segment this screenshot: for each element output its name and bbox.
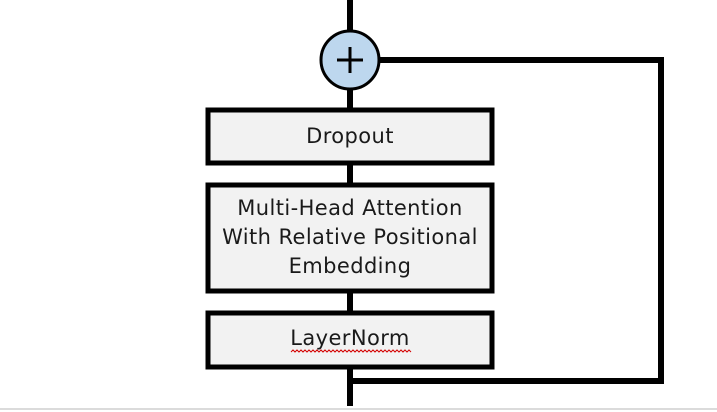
dropout-block: Dropout (205, 107, 495, 166)
attention-label-line-2: With Relative Positional (222, 225, 478, 249)
attention-block-box (205, 182, 495, 294)
attention-label-line-1: Multi-Head Attention (237, 196, 462, 220)
residual-connection (350, 57, 664, 384)
attention-block: Multi-Head Attention With Relative Posit… (205, 182, 495, 294)
dropout-block-box (205, 107, 495, 166)
add-node (319, 29, 381, 91)
spellcheck-underline (290, 349, 412, 353)
layernorm-label: LayerNorm (290, 326, 409, 350)
attention-label-line-3: Embedding (289, 254, 412, 278)
layernorm-block-box (205, 310, 495, 370)
plus-icon (337, 47, 363, 73)
dropout-label: Dropout (306, 124, 394, 148)
layernorm-block: LayerNorm (205, 310, 495, 370)
